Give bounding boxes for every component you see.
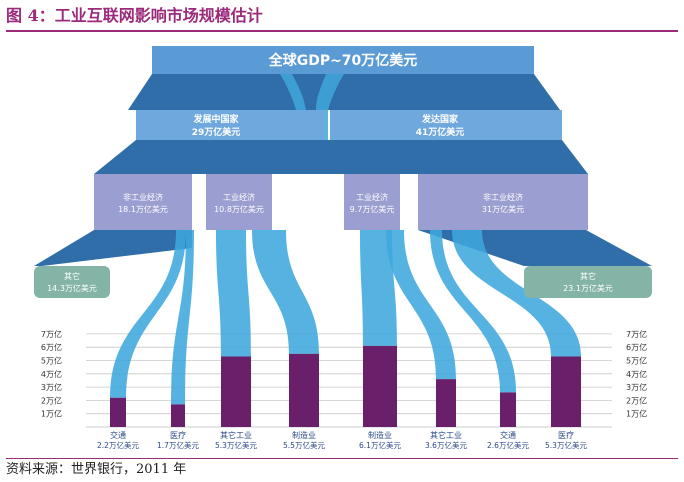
y-tick-label-right: 5万亿 — [626, 356, 647, 366]
node-dev-other-value: 14.3万亿美元 — [47, 283, 97, 293]
node-developed — [330, 110, 562, 140]
industry-bars — [110, 345, 581, 427]
node-dev-non-industrial-value: 18.1万亿美元 — [118, 204, 168, 214]
node-developed-value: 41万亿美元 — [416, 126, 465, 138]
node-dev-non-industrial-name: 非工业经济 — [123, 192, 163, 202]
node-dev-other-name: 其它 — [64, 271, 80, 281]
y-tick-label-right: 3万亿 — [626, 382, 647, 392]
bar-category-label: 制造业 — [368, 430, 392, 440]
y-axis-left: 7万亿 6万亿 5万亿 4万亿 3万亿 2万亿 1万亿 — [41, 329, 62, 419]
industry-bar — [171, 404, 185, 427]
flow-ribbon — [386, 230, 456, 380]
source-divider — [6, 458, 678, 459]
node-adv-non-industrial — [418, 174, 588, 230]
source-note: 资料来源：世界银行，2011 年 — [6, 462, 187, 477]
node-adv-other-value: 23.1万亿美元 — [563, 283, 613, 293]
bar-value-label: 5.3万亿美元 — [545, 440, 587, 450]
band-dev-other — [34, 230, 192, 266]
flow-ribbon — [360, 230, 397, 346]
bar-value-label: 5.3万亿美元 — [215, 440, 257, 450]
node-adv-industrial-name: 工业经济 — [356, 192, 388, 202]
band-developing-split — [94, 140, 330, 174]
bar-category-label: 其它工业 — [430, 430, 462, 440]
y-tick-label-left: 1万亿 — [41, 409, 62, 419]
flow-ribbon — [110, 230, 186, 398]
bar-value-label: 1.7万亿美元 — [157, 440, 199, 450]
node-adv-industrial-value: 9.7万亿美元 — [350, 204, 395, 214]
node-global — [152, 46, 534, 74]
node-developing — [136, 110, 324, 140]
y-tick-label-left: 4万亿 — [41, 369, 62, 379]
figure-title: 图 4：工业互联网影响市场规模估计 — [6, 6, 263, 25]
y-axis-right: 7万亿 6万亿 5万亿 4万亿 3万亿 2万亿 1万亿 — [626, 329, 647, 419]
gridlines — [86, 333, 612, 428]
flow-ribbons — [110, 74, 581, 405]
industry-bar — [110, 397, 126, 427]
title-divider — [6, 30, 678, 32]
bar-category-label: 制造业 — [292, 430, 316, 440]
band-developed-split — [330, 140, 588, 174]
node-global-label: 全球GDP~70万亿美元 — [268, 52, 418, 69]
y-tick-label-left: 6万亿 — [41, 342, 62, 352]
y-tick-label-left: 7万亿 — [41, 329, 62, 339]
bar-value-label: 5.5万亿美元 — [283, 440, 325, 450]
y-tick-label-left: 3万亿 — [41, 382, 62, 392]
market-size-diagram: 7万亿 6万亿 5万亿 4万亿 3万亿 2万亿 1万亿 7万亿 6万亿 5万亿 4万亿 3万亿 2万亿… — [0, 34, 684, 460]
node-dev-industrial-name: 工业经济 — [223, 192, 255, 202]
y-tick-label-right: 1万亿 — [626, 409, 647, 419]
node-dev-industrial-value: 10.8万亿美元 — [214, 204, 264, 214]
bar-value-label: 2.6万亿美元 — [487, 440, 529, 450]
bar-category-label: 其它工业 — [220, 430, 252, 440]
flow-ribbon — [216, 230, 251, 357]
bar-category-label: 交通 — [110, 430, 126, 440]
y-tick-label-left: 2万亿 — [41, 395, 62, 405]
y-tick-label-right: 7万亿 — [626, 329, 647, 339]
industry-bar — [551, 356, 581, 427]
flow-ribbon — [452, 230, 581, 357]
node-developing-value: 29万亿美元 — [192, 126, 241, 138]
bar-value-label: 6.1万亿美元 — [359, 440, 401, 450]
industry-bar — [289, 353, 319, 427]
bar-value-label: 3.6万亿美元 — [425, 440, 467, 450]
node-adv-other — [524, 266, 652, 298]
industry-bar-labels: 交通2.2万亿美元医疗1.7万亿美元其它工业5.3万亿美元制造业5.5万亿美元制… — [97, 430, 587, 450]
flow-ribbon — [252, 230, 319, 354]
flow-ribbon — [171, 230, 194, 405]
node-adv-non-industrial-name: 非工业经济 — [483, 192, 523, 202]
y-tick-label-left: 5万亿 — [41, 356, 62, 366]
bar-category-label: 医疗 — [558, 430, 574, 440]
industry-bar — [221, 356, 251, 427]
node-developed-name: 发达国家 — [421, 113, 459, 125]
node-dev-industrial — [206, 174, 272, 230]
y-tick-label-right: 2万亿 — [626, 395, 647, 405]
industry-bar — [436, 379, 456, 427]
node-dev-non-industrial — [94, 174, 192, 230]
industry-bar — [363, 345, 397, 427]
flow-ribbon — [430, 230, 516, 393]
node-adv-other-name: 其它 — [580, 271, 596, 281]
y-tick-label-right: 6万亿 — [626, 342, 647, 352]
node-adv-non-industrial-value: 31万亿美元 — [482, 204, 524, 214]
node-adv-industrial — [344, 174, 400, 230]
connector-bands — [34, 74, 652, 266]
y-tick-label-right: 4万亿 — [626, 369, 647, 379]
industry-bar — [500, 392, 516, 427]
bar-category-label: 医疗 — [170, 430, 186, 440]
node-dev-other — [34, 266, 110, 298]
node-boxes: 全球GDP~70万亿美元 发展中国家 29万亿美元 发达国家 41万亿美元 非工… — [34, 46, 652, 298]
bar-category-label: 交通 — [500, 430, 516, 440]
band-global-split — [128, 74, 560, 110]
bar-value-label: 2.2万亿美元 — [97, 440, 139, 450]
node-developing-name: 发展中国家 — [192, 113, 239, 125]
